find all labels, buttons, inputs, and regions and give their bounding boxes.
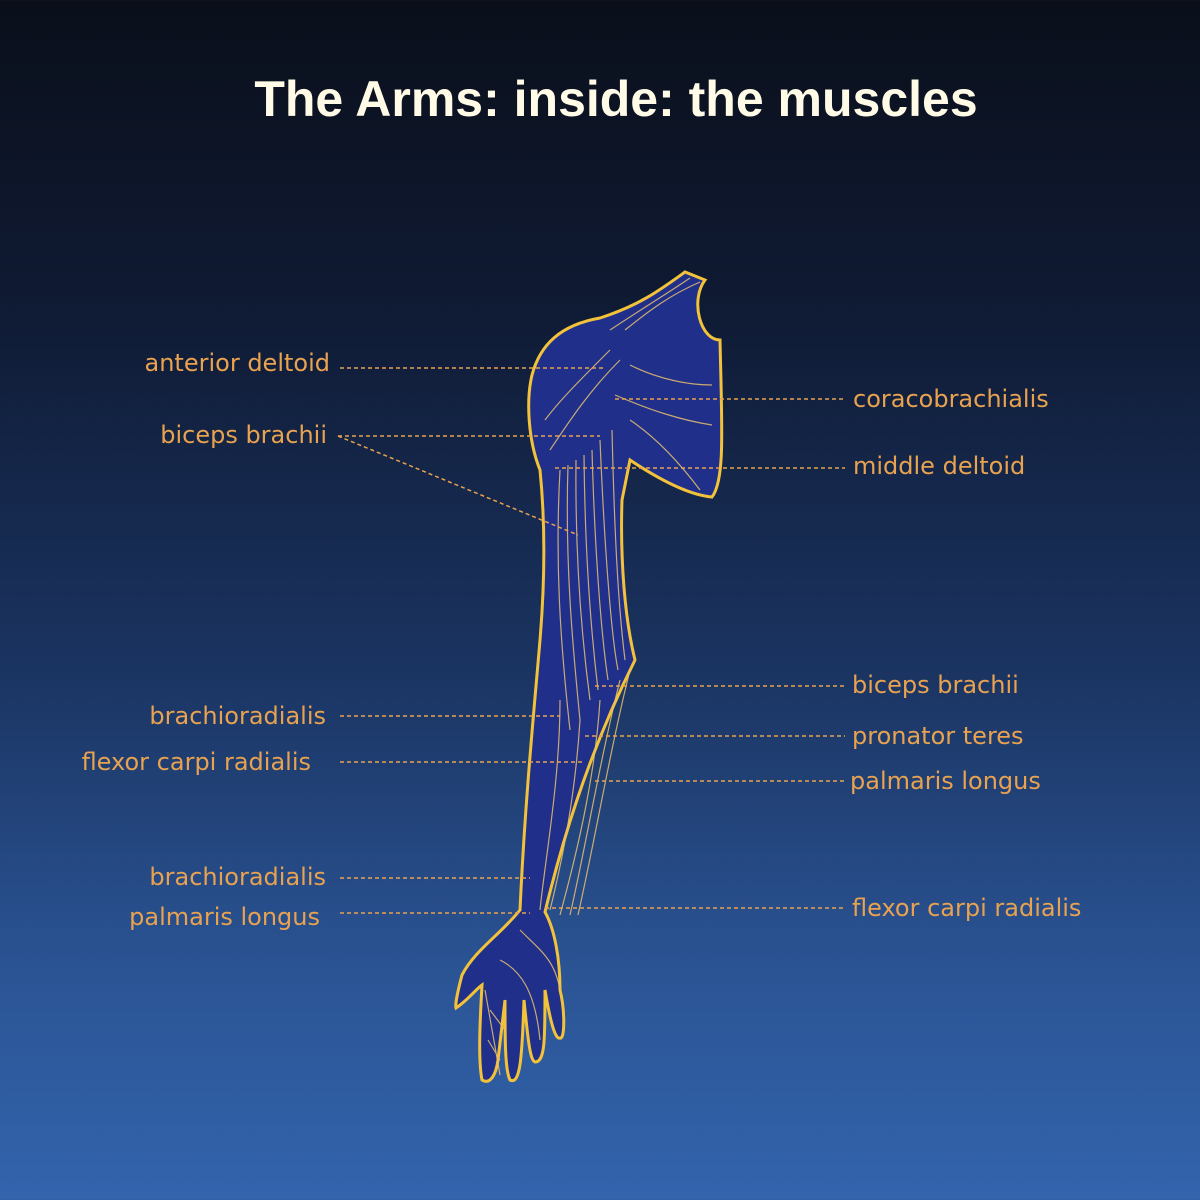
label-anterior-deltoid: anterior deltoid bbox=[144, 349, 330, 377]
arm-outline bbox=[454, 270, 724, 1083]
label-brachioradialis-lower: brachioradialis bbox=[149, 863, 326, 891]
label-middle-deltoid: middle deltoid bbox=[853, 452, 1026, 480]
label-coracobrachialis: coracobrachialis bbox=[853, 385, 1049, 413]
label-biceps-brachii-upper: biceps brachii bbox=[160, 421, 327, 449]
page-title: The Arms: inside: the muscles bbox=[254, 71, 978, 127]
leader-lines bbox=[337, 367, 845, 914]
label-flexor-carpi-radialis-left: flexor carpi radialis bbox=[81, 748, 311, 776]
label-pronator-teres: pronator teres bbox=[852, 722, 1024, 750]
label-palmaris-longus-left: palmaris longus bbox=[129, 903, 320, 931]
muscle-fibers bbox=[484, 277, 713, 1076]
label-palmaris-longus-right: palmaris longus bbox=[850, 767, 1041, 795]
label-biceps-brachii-lower: biceps brachii bbox=[852, 671, 1019, 699]
label-brachioradialis-upper: brachioradialis bbox=[149, 702, 326, 730]
label-flexor-carpi-radialis-right: flexor carpi radialis bbox=[852, 894, 1082, 922]
